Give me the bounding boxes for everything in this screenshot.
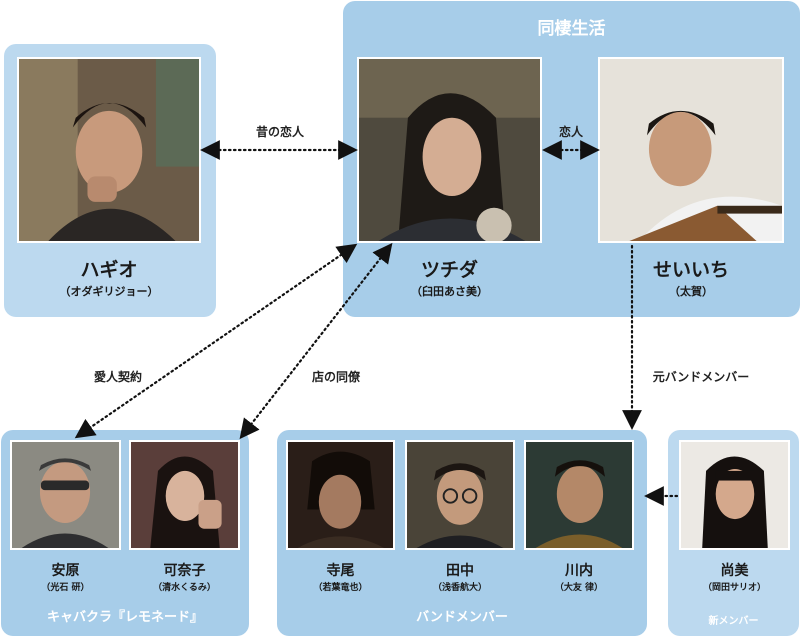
naomi-photo — [679, 440, 790, 550]
tsuchida-photo — [357, 57, 542, 243]
band-title: バンドメンバー — [416, 610, 508, 625]
new-member-title: 新メンバー — [708, 616, 759, 627]
kawauchi-actor: （大友 律） — [554, 583, 604, 593]
terao-photo — [286, 440, 395, 550]
kanako-actor: （清水くるみ） — [153, 583, 216, 593]
kawauchi-name: 川内 — [565, 563, 593, 579]
seiichi-name: せいいち — [652, 259, 729, 281]
hagio-photo — [17, 57, 201, 243]
seiichi-actor: （太賀） — [669, 285, 713, 298]
tsuchida-actor: （臼田あさ美） — [411, 285, 488, 298]
tanaka-actor: （浅香航大） — [432, 583, 487, 593]
tsuchida-name: ツチダ — [420, 259, 478, 281]
yasuhara-name: 安原 — [51, 563, 80, 579]
terao-name: 寺尾 — [326, 563, 355, 579]
label-lover: 恋人 — [558, 125, 583, 139]
kanako-name: 可奈子 — [163, 563, 206, 579]
naomi-name: 尚美 — [720, 563, 749, 579]
arrow-tsuchida-kanako — [239, 242, 393, 440]
label-former-lover: 昔の恋人 — [255, 125, 304, 139]
kawauchi-photo — [524, 440, 634, 550]
label-coworker: 店の同僚 — [311, 370, 360, 384]
cohabitation-title: 同棲生活 — [537, 19, 606, 39]
naomi-actor: （岡田サリオ） — [702, 583, 766, 593]
yasuhara-actor: （光石 研） — [41, 583, 90, 593]
yasuhara-photo — [10, 440, 121, 550]
arrow-tsuchida-yasuhara — [74, 243, 358, 439]
cabaret-title: キャバクラ『レモネード』 — [46, 610, 203, 625]
tanaka-name: 田中 — [446, 563, 474, 579]
terao-actor: （若葉竜也） — [313, 583, 368, 593]
label-mistress-contract: 愛人契約 — [93, 370, 142, 384]
label-former-band: 元バンドメンバー — [652, 370, 750, 384]
kanako-photo — [129, 440, 240, 550]
tanaka-photo — [405, 440, 515, 550]
